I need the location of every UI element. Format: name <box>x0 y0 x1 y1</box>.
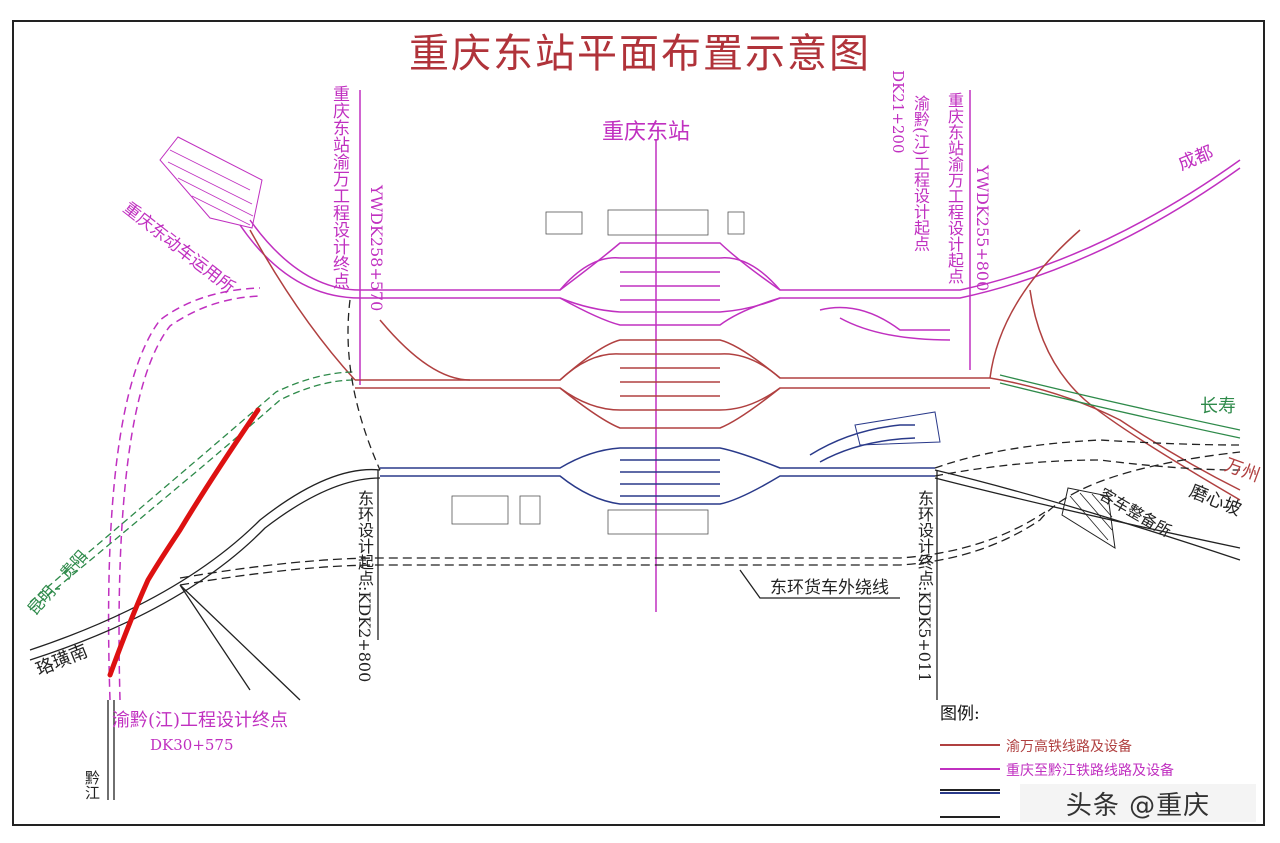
legend-item: 渝万高铁线路及设备 <box>940 734 1180 755</box>
legend-item <box>940 782 1180 802</box>
diagram-title: 重庆东站平面布置示意图 <box>409 31 871 77</box>
drawing-frame <box>12 20 1265 826</box>
changshou-label: 长寿 <box>1200 396 1236 417</box>
dk30-label: DK30+575 <box>150 736 234 754</box>
legend-title: 图例: <box>940 704 980 724</box>
legend-item: 重庆至黔江铁路线路及设备 <box>940 758 1180 779</box>
dk21-label: DK21+200 <box>889 70 907 154</box>
freight-bypass-label: 东环货车外绕线 <box>770 578 889 598</box>
green-lines <box>29 371 1241 611</box>
legend-swatch <box>940 816 1000 818</box>
legend-swatch <box>940 768 1000 770</box>
emu-depot-area <box>159 136 263 229</box>
legend-label: 渝万高铁线路及设备 <box>1006 739 1132 755</box>
legend-label: 重庆至黔江铁路线路及设备 <box>1006 763 1174 779</box>
east-ring-start-label: 东环设计起点:KDK2+800 <box>355 490 374 683</box>
east-ring-lines <box>380 411 941 505</box>
ywdk255-label: YWDK255+800 <box>973 165 992 292</box>
legend-swatch <box>940 792 1000 794</box>
legend-swatch <box>940 744 1000 746</box>
east-ring-end-label: 东环设计终点:KDK5+011 <box>915 490 934 683</box>
legend-item <box>940 806 1180 826</box>
yuqian-lines <box>107 90 1241 701</box>
yuwan-lines <box>249 229 1241 501</box>
emu-depot-hatch <box>167 149 254 226</box>
station-buildings <box>451 209 745 535</box>
yuqian-end-label: 渝黔(江)工程设计终点 <box>112 710 289 731</box>
yuwan-end-label: 重庆东站渝万工程设计终点 <box>329 85 349 289</box>
coach-yard-area <box>1061 487 1116 549</box>
yuwan-start-label: 重庆东站渝万工程设计起点 <box>945 92 964 284</box>
existing-lines <box>29 299 1241 800</box>
ywdk258-label: YWDK258+570 <box>367 185 386 312</box>
watermark: 头条 @重庆 <box>1020 784 1256 822</box>
red-annotation-stroke <box>107 407 261 678</box>
qianjiang-label: 黔江 <box>83 770 101 800</box>
yuqian-start-label: 渝黔(江)工程设计起点 <box>911 95 930 252</box>
station-name: 重庆东站 <box>602 120 691 145</box>
